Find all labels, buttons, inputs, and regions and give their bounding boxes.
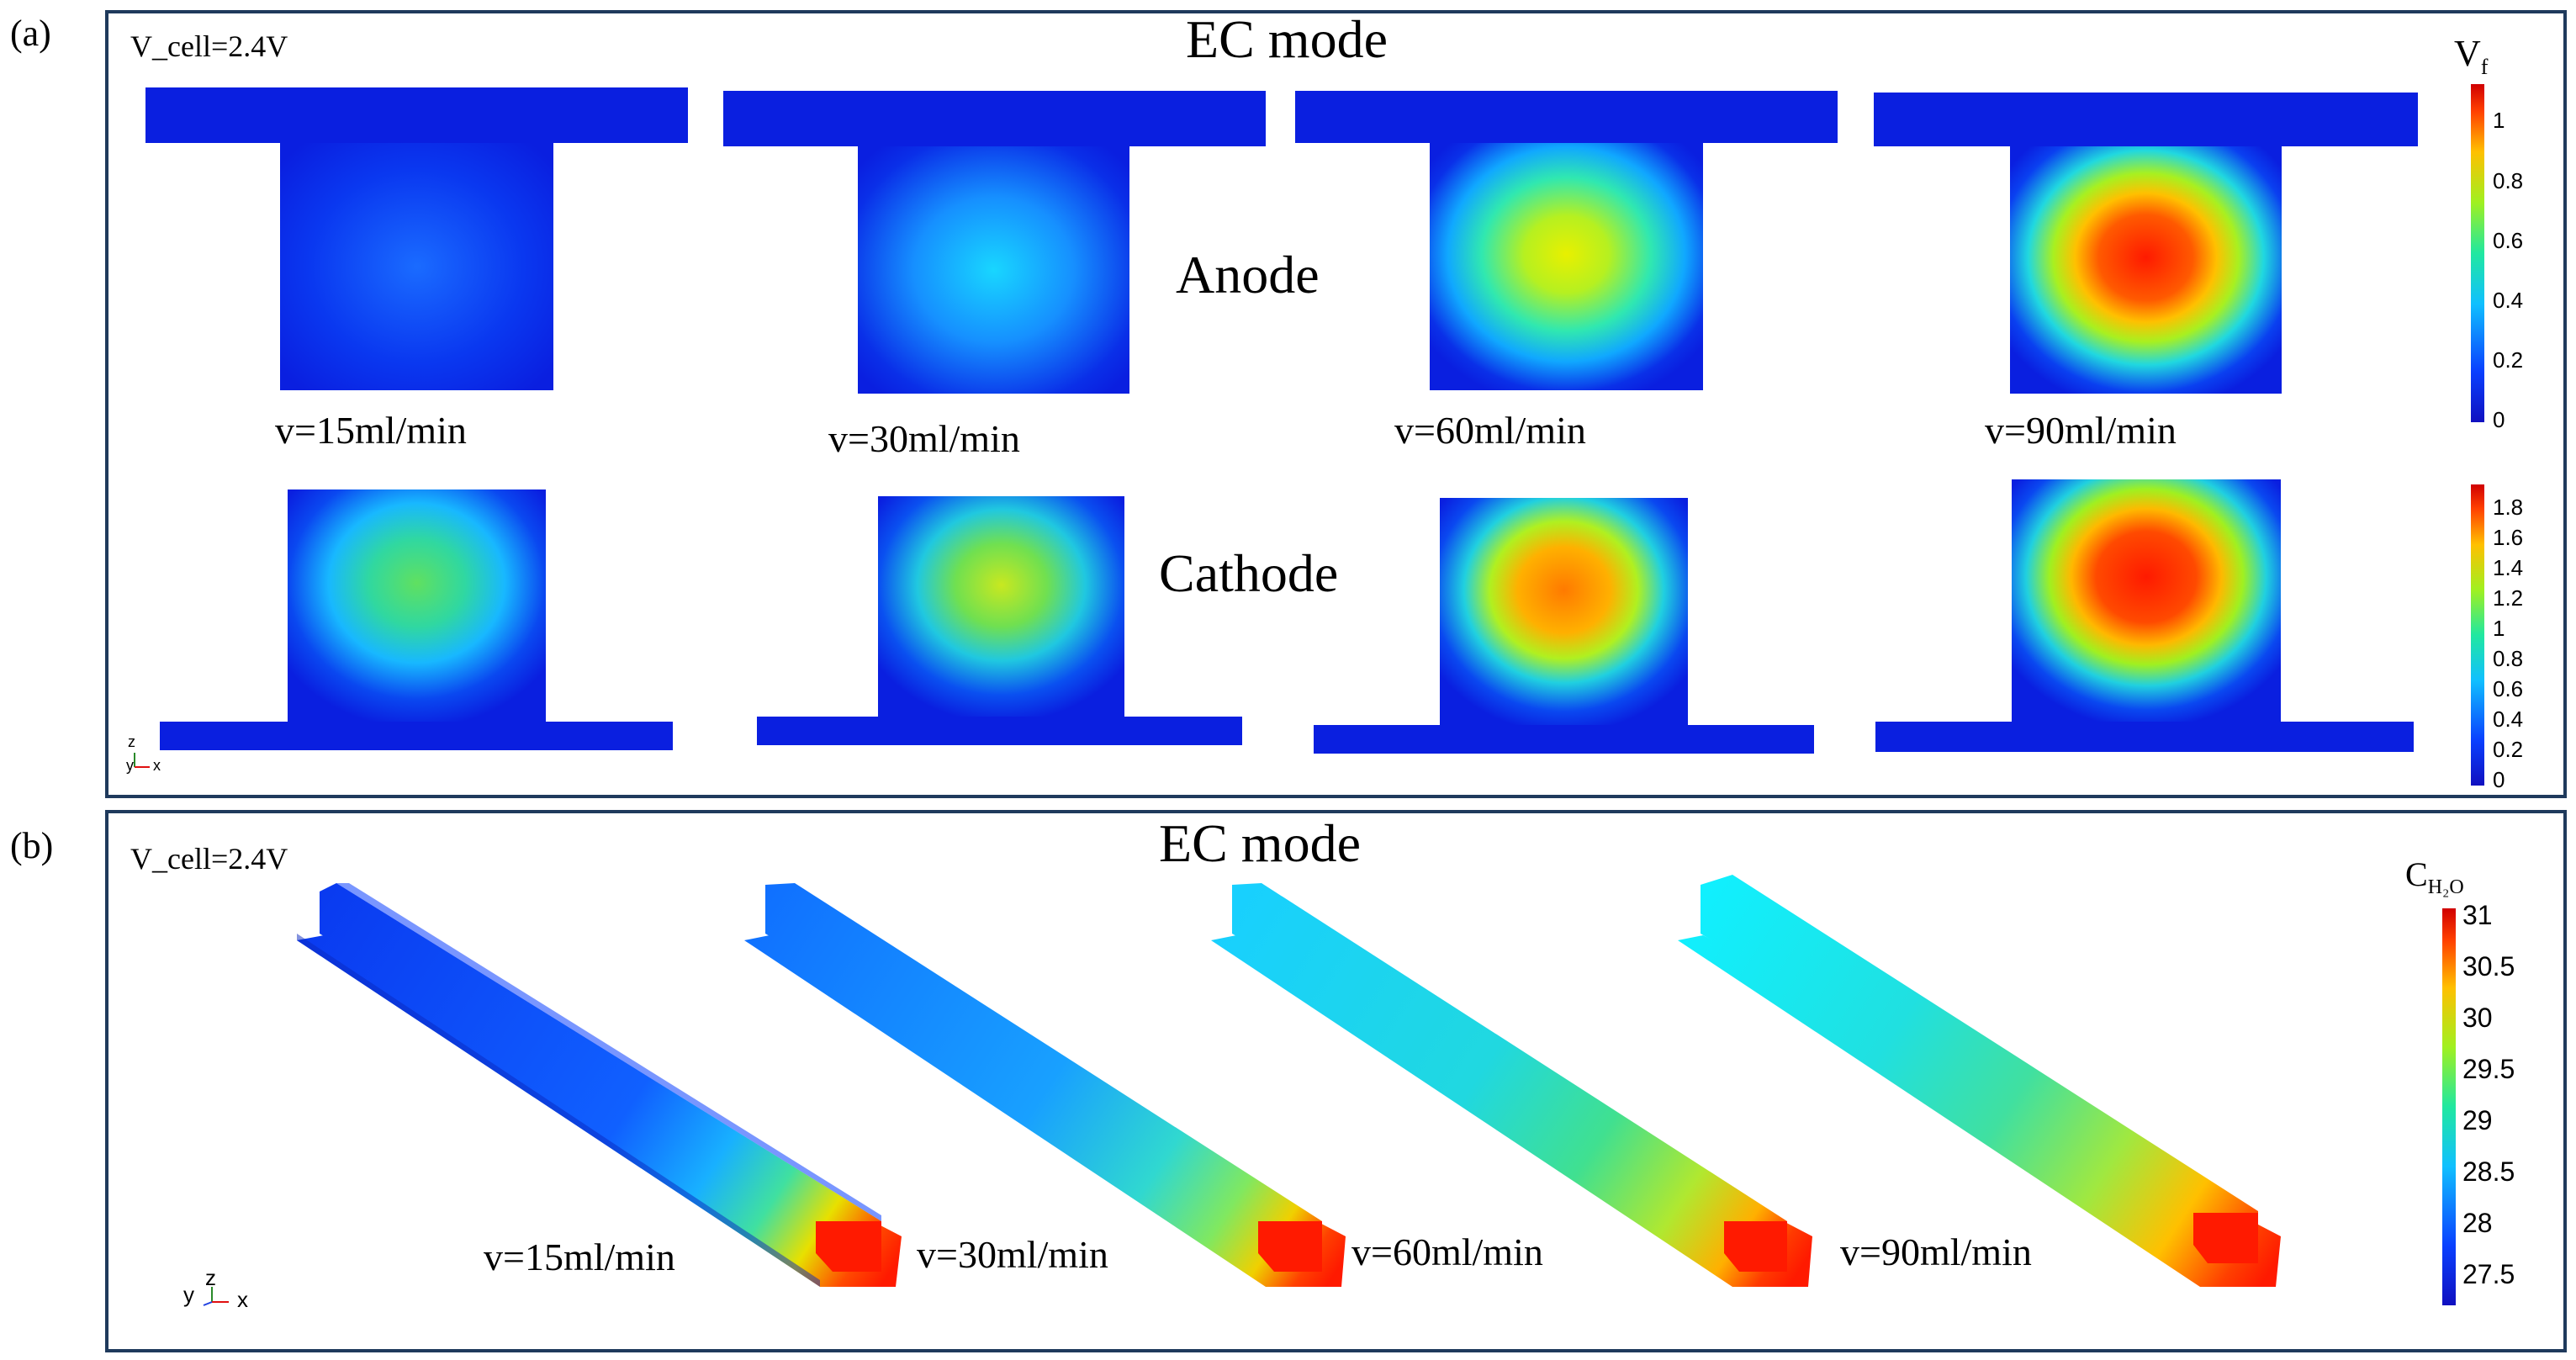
panel-a-condition: V_cell=2.4V [130,29,288,63]
cathode-tick-0.2: 0.2 [2493,737,2524,762]
h2o-tick-29.5: 29.5 [2462,1054,2515,1084]
anode-flow-label-2: v=30ml/min [828,417,1020,460]
channel-model-1 [297,883,902,1287]
channel-model-4 [1678,875,2281,1287]
colorbar-h2o [2442,908,2456,1305]
colorbar-h2o-title: CH₂O [2405,855,2464,898]
h2o-tick-27.5: 27.5 [2462,1259,2515,1289]
model-flow-label-3: v=60ml/min [1351,1230,1543,1273]
channel-model-2 [744,883,1346,1287]
colorbar-cathode [2471,484,2484,786]
model-flow-label-1: v=15ml/min [484,1236,675,1278]
model-flow-label-4: v=90ml/min [1840,1230,2032,1273]
cathode-tick-0.6: 0.6 [2493,676,2524,701]
channel-model-3 [1211,883,1812,1287]
cathode-contour-3 [1314,498,1814,754]
cathode-label: Cathode [1159,543,1339,603]
anode-contour-1 [145,87,688,390]
h2o-tick-31: 31 [2462,900,2493,930]
axis-b-x-label: x [237,1287,248,1312]
anode-label: Anode [1176,245,1320,304]
anode-contour-2 [723,91,1266,394]
h2o-tick-30.5: 30.5 [2462,951,2515,982]
panel-a-title: EC mode [1186,9,1388,69]
panel-b-label: (b) [10,825,54,866]
panel-a-contours [134,84,2484,786]
panel-b-condition: V_cell=2.4V [130,842,288,876]
h2o-tick-29: 29 [2462,1105,2493,1135]
vf-tick-0.4: 0.4 [2493,288,2524,313]
cathode-tick-1.2: 1.2 [2493,585,2524,611]
cathode-tick-1: 1 [2493,616,2505,641]
cathode-tick-1.8: 1.8 [2493,495,2524,520]
anode-flow-label-3: v=60ml/min [1394,409,1586,452]
vf-tick-0: 0 [2493,407,2505,432]
cathode-tick-0: 0 [2493,767,2505,792]
colorbar-vf [2471,84,2484,422]
panel-a-label: (a) [10,13,51,54]
cathode-contour-1 [160,489,673,750]
axis-triad-a [134,753,150,768]
anode-flow-label-4: v=90ml/min [1985,409,2177,452]
cathode-tick-1.6: 1.6 [2493,525,2524,550]
panel-b-3d-models [203,875,2456,1306]
h2o-tick-28.5: 28.5 [2462,1156,2515,1187]
cathode-tick-0.8: 0.8 [2493,646,2524,671]
cathode-tick-0.4: 0.4 [2493,706,2524,732]
anode-contour-4 [1874,93,2418,394]
axis-triad-b [203,1287,229,1306]
vf-tick-1: 1 [2493,108,2505,133]
axis-a-z-label: z [128,733,135,750]
vf-tick-0.2: 0.2 [2493,347,2524,373]
anode-flow-label-1: v=15ml/min [275,409,467,452]
vf-tick-0.6: 0.6 [2493,228,2524,253]
cathode-contour-4 [1875,479,2414,752]
axis-a-y-label: y [126,757,134,774]
vf-tick-0.8: 0.8 [2493,168,2524,193]
model-flow-label-2: v=30ml/min [917,1233,1108,1276]
panel-b-title: EC mode [1159,813,1361,873]
axis-b-z-label: z [205,1265,216,1290]
h2o-tick-30: 30 [2462,1003,2493,1033]
h2o-tick-28: 28 [2462,1208,2493,1238]
axis-a-x-label: x [153,757,161,774]
anode-contour-3 [1295,91,1838,390]
axis-b-y-label: y [183,1282,194,1307]
colorbar-vf-title: Vf [2454,33,2489,79]
cathode-contour-2 [757,496,1242,745]
cathode-tick-1.4: 1.4 [2493,555,2524,580]
